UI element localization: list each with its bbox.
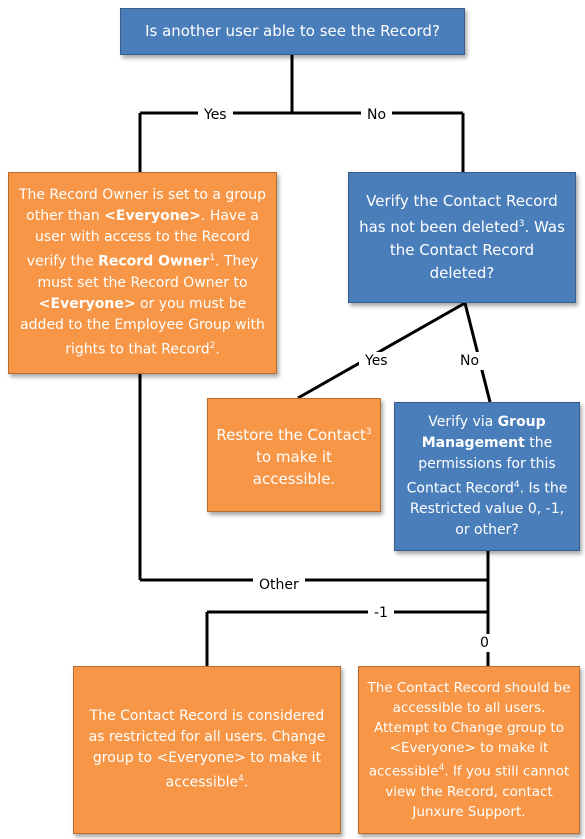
verify-deleted-box: Verify the Contact Record has not been d… bbox=[348, 172, 576, 303]
question-visible: Is another user able to see the Record? bbox=[120, 8, 465, 55]
restore-contact-text: Restore the Contact3 to make it accessib… bbox=[216, 425, 372, 488]
label-other: Other bbox=[253, 576, 305, 594]
restricted-box: The Contact Record is considered as rest… bbox=[73, 666, 341, 834]
label-yes-2: Yes bbox=[359, 352, 394, 370]
question-visible-text: Is another user able to see the Record? bbox=[145, 22, 440, 40]
accessible-box: The Contact Record should be accessible … bbox=[358, 666, 580, 834]
group-management-box: Verify via Group Management the permissi… bbox=[394, 402, 580, 551]
label-zero: 0 bbox=[474, 634, 495, 652]
record-owner-text: The Record Owner is set to a group other… bbox=[18, 187, 267, 358]
record-owner-box: The Record Owner is set to a group other… bbox=[8, 172, 277, 374]
verify-deleted-text: Verify the Contact Record has not been d… bbox=[359, 192, 565, 282]
label-no-1: No bbox=[361, 106, 393, 124]
connector-deleted-yes bbox=[297, 301, 466, 400]
accessible-text: The Contact Record should be accessible … bbox=[367, 680, 571, 820]
label-minus-1: -1 bbox=[368, 604, 394, 622]
restore-contact-box: Restore the Contact3 to make it accessib… bbox=[207, 398, 381, 512]
label-no-2: No bbox=[454, 352, 486, 370]
label-yes-1: Yes bbox=[198, 106, 233, 124]
restricted-text: The Contact Record is considered as rest… bbox=[88, 708, 326, 791]
group-management-text: Verify via Group Management the permissi… bbox=[406, 413, 568, 539]
